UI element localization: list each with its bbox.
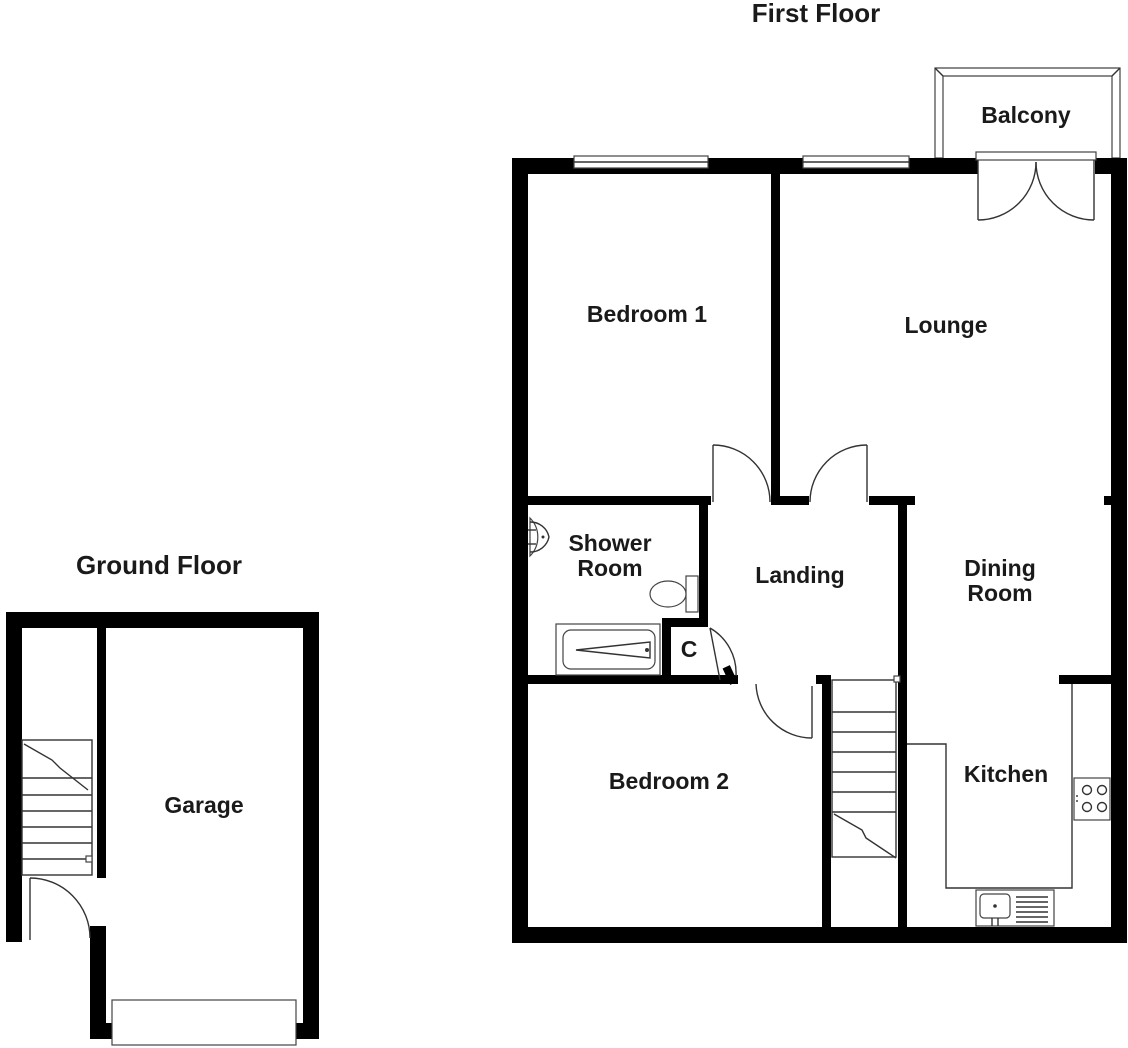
ground-floor-walls — [6, 612, 319, 1039]
first-floor-title: First Floor — [752, 0, 881, 28]
landing-label: Landing — [755, 562, 844, 588]
shower-room-label-line1: Shower — [568, 530, 651, 556]
ground-floor-plan: Garage — [6, 612, 319, 1046]
first-floor-stairs — [831, 675, 901, 859]
first-floor-plan: Balcony Bedroom 1 Lounge Shower Room Lan… — [512, 67, 1127, 943]
cupboard-label: C — [681, 636, 698, 662]
first-floor-interior-walls — [528, 172, 1112, 927]
bedroom2-label: Bedroom 2 — [609, 768, 729, 794]
first-floor-doors — [709, 444, 868, 739]
ground-floor-title: Ground Floor — [76, 550, 242, 580]
balcony-label: Balcony — [981, 102, 1071, 128]
dining-room-label-line1: Dining — [964, 555, 1036, 581]
ground-floor-entry-door — [29, 877, 91, 940]
shower-room-fixtures — [528, 516, 699, 676]
bedroom1-label: Bedroom 1 — [587, 301, 707, 327]
dining-room-label-line2: Room — [967, 580, 1032, 606]
ground-floor-stairs — [21, 739, 93, 876]
lounge-label: Lounge — [904, 312, 987, 338]
balcony-french-doors — [975, 151, 1097, 221]
kitchen-fixtures — [907, 684, 1111, 927]
garage-label: Garage — [164, 792, 243, 818]
shower-room-label-line2: Room — [577, 555, 642, 581]
kitchen-label: Kitchen — [964, 761, 1048, 787]
garage-door — [111, 999, 297, 1046]
